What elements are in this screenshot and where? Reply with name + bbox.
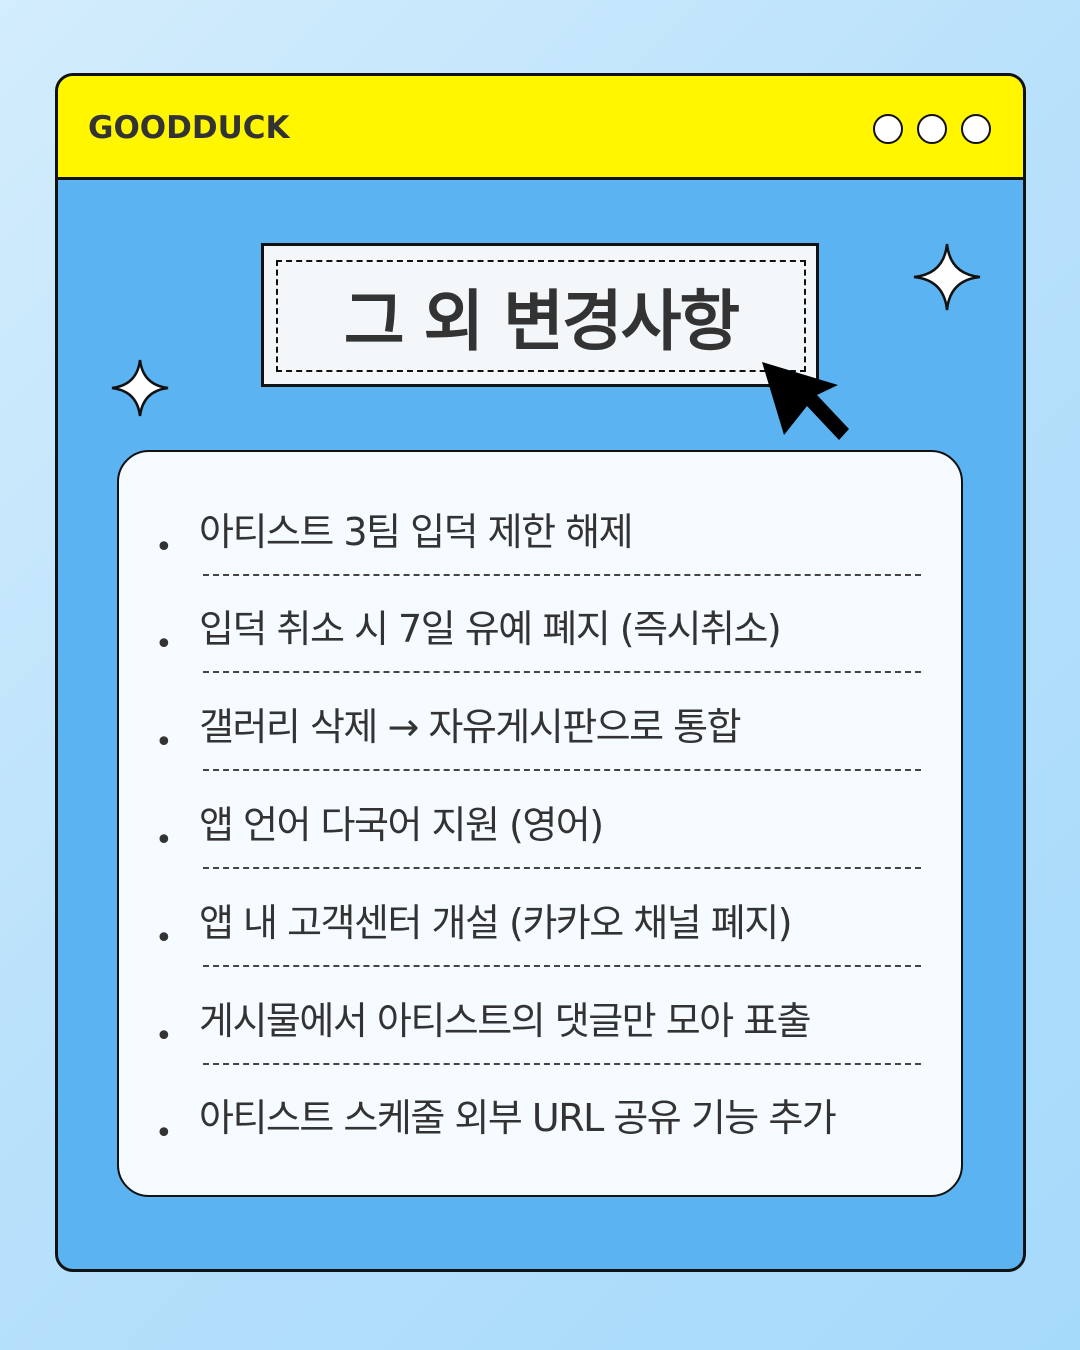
- logo: GOODDUCK: [88, 110, 290, 146]
- bullet: •: [155, 1019, 173, 1054]
- list-item: • 게시물에서 아티스트의 댓글만 모아 표출: [155, 981, 921, 1079]
- list-item: • 앱 언어 다국어 지원 (영어): [155, 785, 921, 883]
- page-title: 그 외 변경사항: [343, 283, 740, 360]
- list-item: • 아티스트 3팀 입덕 제한 해제: [155, 492, 921, 590]
- list-item: • 아티스트 스케줄 외부 URL 공유 기능 추가: [155, 1078, 921, 1176]
- sparkle-icon: [111, 359, 169, 417]
- window-dot-button[interactable]: [961, 114, 991, 144]
- window-dot-button[interactable]: [873, 114, 903, 144]
- bullet: •: [155, 725, 173, 760]
- list-item: • 앱 내 고객센터 개설 (카카오 채널 폐지): [155, 883, 921, 981]
- divider: [203, 965, 921, 967]
- list-item-text: 아티스트 3팀 입덕 제한 해제: [199, 510, 634, 554]
- list-item: • 입덕 취소 시 7일 유예 폐지 (즉시취소): [155, 589, 921, 687]
- bullet: •: [155, 823, 173, 858]
- divider: [203, 867, 921, 869]
- window-header: GOODDUCK: [58, 76, 1023, 180]
- bullet: •: [155, 1116, 173, 1151]
- divider: [203, 769, 921, 771]
- changes-panel: • 아티스트 3팀 입덕 제한 해제 • 입덕 취소 시 7일 유예 폐지 (즉시취…: [117, 450, 963, 1197]
- divider: [203, 671, 921, 673]
- list-item-text: 앱 언어 다국어 지원 (영어): [199, 803, 604, 847]
- title-box: 그 외 변경사항: [261, 243, 819, 387]
- list-item: • 갤러리 삭제 → 자유게시판으로 통합: [155, 687, 921, 785]
- list-item-text: 갤러리 삭제 → 자유게시판으로 통합: [199, 705, 742, 749]
- list-item-text: 앱 내 고객센터 개설 (카카오 채널 폐지): [199, 901, 793, 945]
- bullet: •: [155, 530, 173, 565]
- window-controls: [873, 114, 991, 144]
- list-item-text: 게시물에서 아티스트의 댓글만 모아 표출: [199, 999, 812, 1043]
- bullet: •: [155, 921, 173, 956]
- divider: [203, 1063, 921, 1065]
- list-item-text: 입덕 취소 시 7일 유예 폐지 (즉시취소): [199, 607, 782, 651]
- cursor-arrow-icon: [762, 362, 849, 440]
- bullet: •: [155, 627, 173, 662]
- window-dot-button[interactable]: [917, 114, 947, 144]
- list-item-text: 아티스트 스케줄 외부 URL 공유 기능 추가: [199, 1096, 837, 1140]
- divider: [203, 574, 921, 576]
- sparkle-icon: [913, 243, 981, 311]
